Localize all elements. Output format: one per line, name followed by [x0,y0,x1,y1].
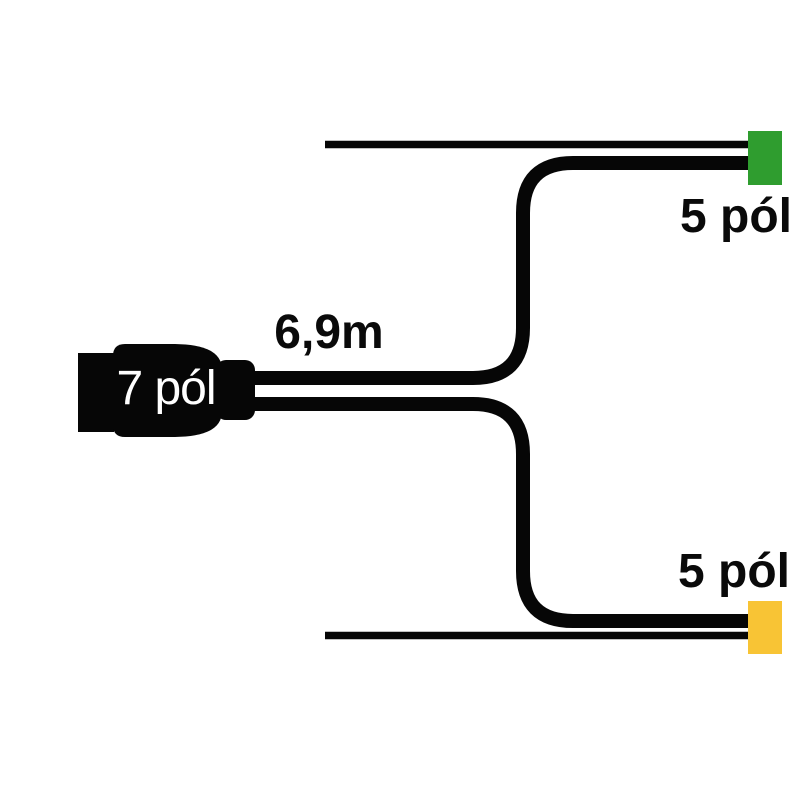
top-branch-label: 5 pól [680,190,792,243]
bottom-branch-connector-yellow [748,601,782,654]
cable-length-label: 6,9m [274,306,383,359]
top-branch-cable [250,156,750,385]
top-branch-connector-green [748,131,782,185]
bottom-branch-label: 5 pól [678,545,790,598]
main-connector-pin-block [78,353,114,432]
bottom-branch-cable [250,397,750,628]
main-connector-strain-relief [216,360,255,420]
main-connector-label: 7 pól [116,362,215,415]
main-connector-body [113,344,222,437]
